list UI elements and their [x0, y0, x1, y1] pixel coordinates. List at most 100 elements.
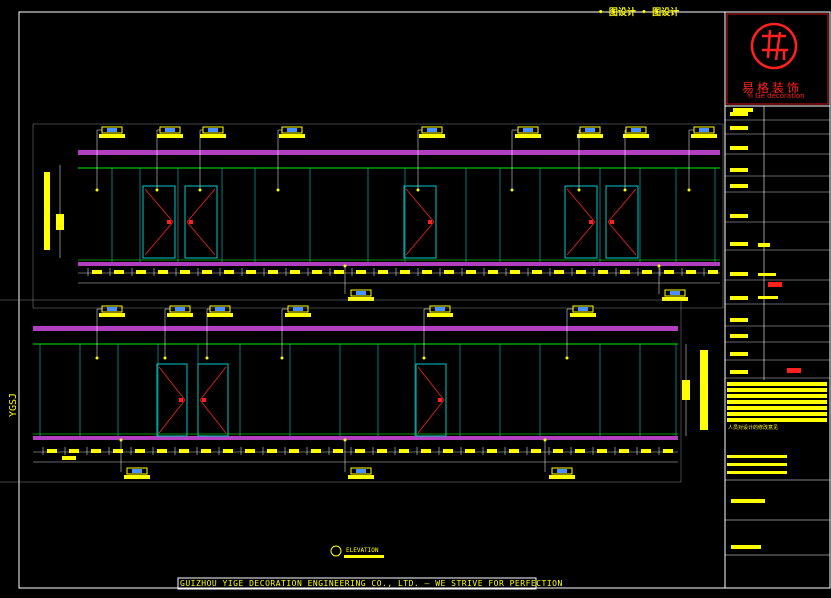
dimension-text	[223, 449, 233, 453]
leader-dot	[422, 356, 426, 360]
leader-line	[624, 129, 626, 190]
leader-dot	[565, 356, 569, 360]
leader-dot	[416, 188, 420, 192]
leader-dot	[198, 188, 202, 192]
dimension-text	[444, 270, 454, 274]
leader-line	[511, 129, 518, 190]
dimension-text	[201, 449, 211, 453]
leader-dot	[687, 188, 691, 192]
callout-top	[167, 305, 193, 317]
leader-line	[164, 308, 170, 358]
dimension-text	[135, 449, 145, 453]
callout-top	[623, 126, 649, 138]
tb-label	[733, 108, 753, 112]
dimension-text	[69, 449, 79, 453]
elevation-symbol	[330, 545, 342, 557]
leader-dot	[95, 356, 99, 360]
tb-red-mark-2	[787, 368, 801, 373]
tb-value	[758, 296, 778, 299]
callout-top	[577, 126, 603, 138]
leader-line	[423, 308, 430, 358]
leader-dot	[205, 356, 209, 360]
leader-dot	[623, 188, 627, 192]
leader-line	[96, 308, 102, 358]
leader-dot	[276, 188, 280, 192]
dimension-text	[290, 270, 300, 274]
callout-top	[200, 126, 226, 138]
callout-top	[99, 126, 125, 138]
dimension-text	[399, 449, 409, 453]
tb-notes-line	[727, 394, 827, 398]
dimension-text	[554, 270, 564, 274]
dimension-text	[158, 270, 168, 274]
callout-top	[157, 126, 183, 138]
dimension-text	[400, 270, 410, 274]
dimension-text	[224, 270, 234, 274]
tb-row-label	[730, 370, 748, 374]
tb-notes-line	[727, 382, 827, 386]
tb-value	[758, 273, 776, 276]
dimension-text	[532, 270, 542, 274]
elevations	[0, 123, 724, 558]
tb-row-label	[730, 272, 748, 276]
tb-row-label	[730, 146, 748, 150]
leader-dot	[510, 188, 514, 192]
tb-company-line	[727, 463, 787, 466]
side-dimension-text-upper	[56, 214, 64, 230]
callout-top	[427, 305, 453, 317]
elevation-underline	[344, 555, 384, 558]
dimension-text	[333, 449, 343, 453]
dimension-text	[268, 270, 278, 274]
leader-dot	[155, 188, 159, 192]
tb-row-label	[730, 352, 748, 356]
lower	[0, 299, 682, 483]
callout-top	[419, 126, 445, 138]
leader-line	[281, 308, 288, 358]
dimension-text	[334, 270, 344, 274]
callout-top	[99, 305, 125, 317]
dimension-text	[136, 270, 146, 274]
elevation-title: ELEVATION	[346, 547, 379, 554]
dimension-text	[267, 449, 277, 453]
dimension-text	[289, 449, 299, 453]
tb-row-label	[730, 318, 748, 322]
dimension-text	[597, 449, 607, 453]
logo-name-cn: 易格装饰	[742, 81, 803, 95]
leader-line	[417, 129, 422, 190]
tb-notes-line	[727, 388, 827, 392]
leader-dot	[163, 356, 167, 360]
dimension-text	[246, 270, 256, 274]
door-lower-1	[197, 363, 229, 437]
callout-top	[285, 305, 311, 317]
tb-row-label	[730, 126, 748, 130]
door-upper-4	[605, 185, 639, 259]
footer-bar	[177, 577, 537, 590]
dimension-text	[377, 449, 387, 453]
leader-dot	[343, 264, 347, 268]
dimension-text	[708, 270, 718, 274]
leader-dot	[543, 438, 547, 442]
side-dimension-text-lower	[682, 380, 690, 400]
dimension-text	[378, 270, 388, 274]
dimension-text	[202, 270, 212, 274]
leader-line	[199, 129, 203, 190]
leader-dot	[95, 188, 99, 192]
dimension-text	[422, 270, 432, 274]
leader-dot	[577, 188, 581, 192]
dimension-text	[531, 449, 541, 453]
dimension-text	[466, 270, 476, 274]
logo-name-en: Yi Ge decoration	[747, 92, 805, 100]
leader-dot	[119, 438, 123, 442]
tb-notes-line	[727, 412, 827, 416]
leader-dot	[343, 438, 347, 442]
dimension-text	[619, 449, 629, 453]
callout-top	[515, 126, 541, 138]
tb-field	[731, 545, 761, 549]
callout-top	[691, 126, 717, 138]
dimension-text	[465, 449, 475, 453]
tb-company-line	[727, 455, 787, 458]
leader-line	[578, 129, 580, 190]
side-mark: YGSJ	[8, 392, 19, 417]
titleblock-note: 人员对设计的修改意见	[728, 425, 779, 431]
dimension-text	[180, 270, 190, 274]
